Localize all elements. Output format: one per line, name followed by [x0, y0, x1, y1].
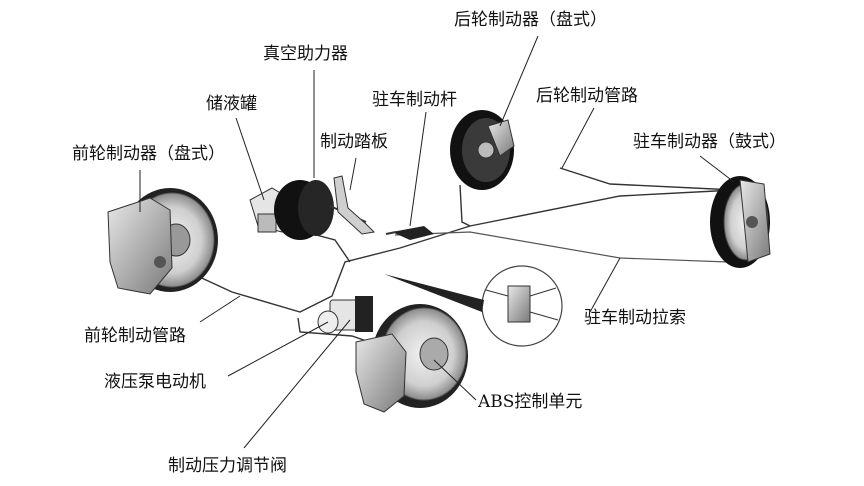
label-parking-cable: 驻车制动拉索 [584, 308, 686, 328]
label-parking-drum-brake: 驻车制动器（鼓式） [633, 132, 786, 152]
rear-disc-brake [450, 110, 515, 190]
pressure-valve-detail [384, 265, 563, 347]
label-pressure-valve: 制动压力调节阀 [168, 456, 287, 476]
label-rear-brake-line: 后轮制动管路 [536, 86, 638, 106]
front-left-disc-brake [107, 188, 218, 295]
label-brake-pedal: 制动踏板 [320, 132, 388, 152]
label-front-brake-line: 前轮制动管路 [84, 326, 186, 346]
rear-drum-brake [710, 176, 771, 268]
parking-cable-line [394, 231, 729, 263]
brake-lines [179, 167, 736, 351]
label-parking-lever: 驻车制动杆 [372, 90, 457, 110]
parking-lever [385, 226, 434, 240]
label-rear-disc-brake: 后轮制动器（盘式） [454, 10, 607, 30]
leader-lines [139, 35, 735, 449]
label-reservoir: 储液罐 [206, 94, 257, 114]
label-pump-motor: 液压泵电动机 [104, 372, 206, 392]
label-vacuum-booster: 真空助力器 [263, 44, 348, 64]
abs-modulator [317, 296, 373, 334]
vacuum-booster-assembly [249, 175, 376, 240]
label-abs-unit: ABS控制单元 [478, 392, 583, 412]
front-right-disc-brake [355, 304, 468, 413]
label-front-disc-brake: 前轮制动器（盘式） [72, 144, 225, 164]
